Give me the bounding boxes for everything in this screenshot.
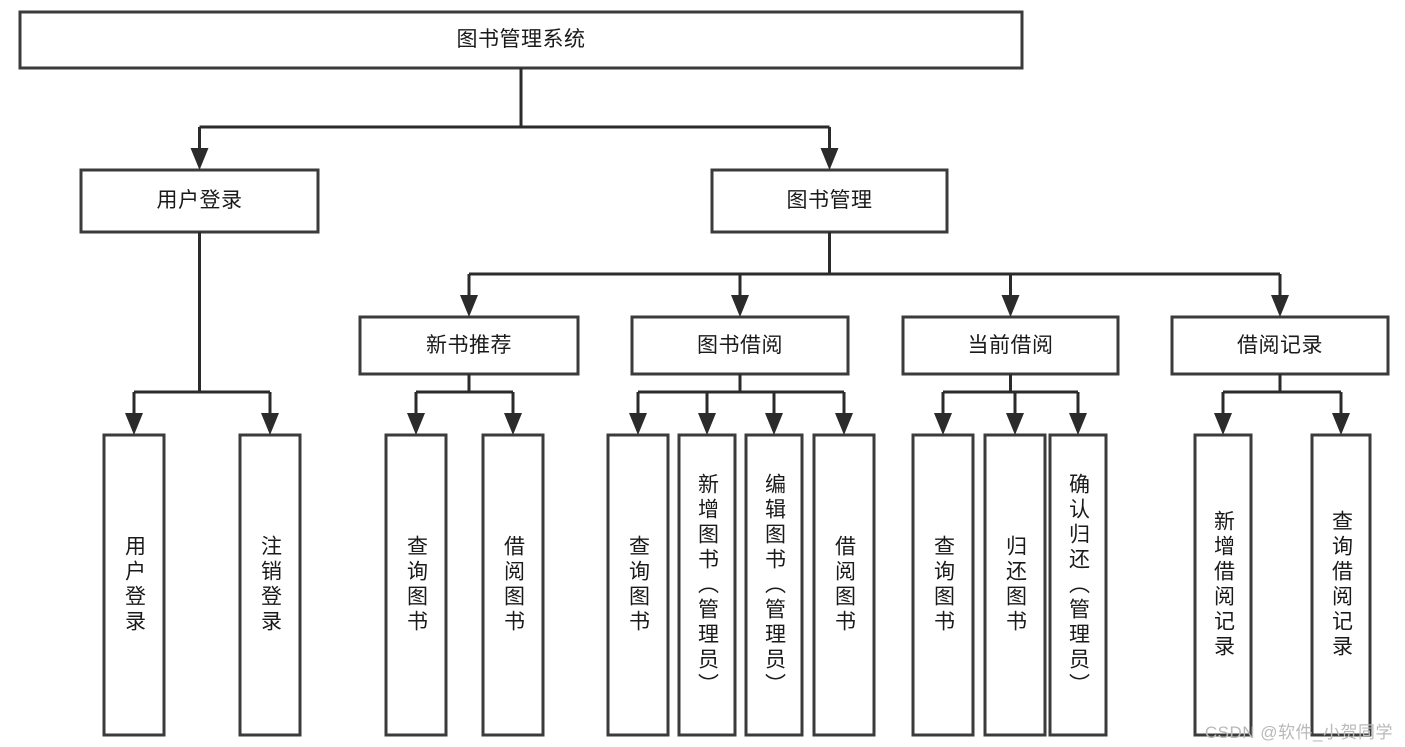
arrow-head-icon <box>407 413 425 435</box>
arrow-head-icon <box>504 413 522 435</box>
node-box-leaf-borrow-book-bw[interactable] <box>812 433 876 737</box>
node-box-current-borrow[interactable] <box>901 315 1120 376</box>
arrow-head-icon <box>1069 413 1087 435</box>
node-box-leaf-add-book[interactable] <box>677 433 737 737</box>
node-box-leaf-query-record[interactable] <box>1310 433 1372 737</box>
arrow-head-icon <box>460 295 478 317</box>
arrow-head-icon <box>698 413 716 435</box>
arrow-head-icon <box>1001 295 1020 317</box>
node-box-leaf-edit-book[interactable] <box>744 433 804 737</box>
arrow-head-icon <box>261 413 279 435</box>
arrow-head-icon <box>1006 413 1024 435</box>
arrow-head-icon <box>1332 413 1350 435</box>
arrow-head-icon <box>934 413 952 435</box>
arrow-head-icon <box>731 295 749 317</box>
arrow-head-icon <box>1271 295 1289 317</box>
node-box-leaf-borrow-book-rec[interactable] <box>481 433 545 737</box>
watermark-text: CSDN @软件_小贺同学 <box>1204 723 1393 742</box>
node-box-leaf-confirm-return[interactable] <box>1048 433 1108 737</box>
node-box-leaf-query-book-rec[interactable] <box>384 433 448 737</box>
node-box-leaf-add-record[interactable] <box>1193 433 1253 737</box>
node-box-root[interactable] <box>18 10 1024 70</box>
arrow-head-icon <box>835 413 853 435</box>
arrow-head-icon <box>190 148 209 170</box>
arrow-head-icon <box>765 413 783 435</box>
node-box-leaf-query-book-cb[interactable] <box>911 433 975 737</box>
node-box-book-borrow[interactable] <box>630 315 850 376</box>
node-box-leaf-return-book[interactable] <box>983 433 1047 737</box>
node-box-leaf-user-logout[interactable] <box>238 433 302 737</box>
arrow-head-icon <box>820 148 839 170</box>
arrow-head-icon <box>629 413 647 435</box>
node-box-leaf-user-login[interactable] <box>102 433 166 737</box>
node-box-new-book-rec[interactable] <box>358 315 580 376</box>
arrow-head-icon <box>1214 413 1232 435</box>
node-box-leaf-query-book-bw[interactable] <box>606 433 670 737</box>
node-box-book-manage[interactable] <box>710 168 949 234</box>
node-box-user-login[interactable] <box>79 168 320 234</box>
arrow-head-icon <box>125 413 143 435</box>
node-box-borrow-record[interactable] <box>1170 315 1390 376</box>
